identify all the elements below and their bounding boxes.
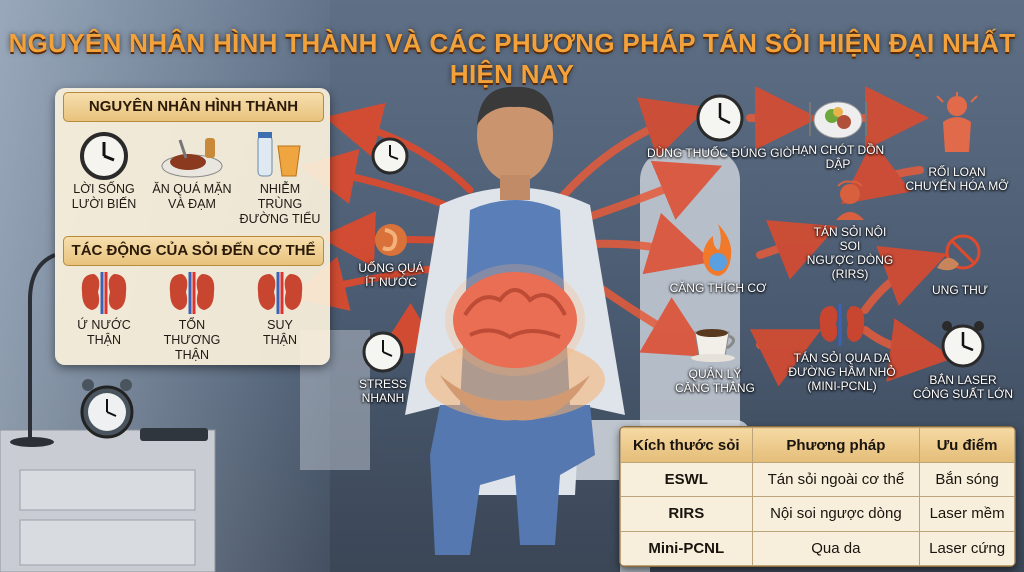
table-cell: Nội soi ngược dòng (751, 496, 921, 532)
node-han-chot: HẠN CHÓT DỒN DẬP (783, 94, 893, 171)
hands (440, 375, 590, 421)
brain-icon (445, 264, 585, 376)
kidney-icon (257, 272, 303, 314)
clock-icon (696, 94, 744, 142)
kidney-icon (819, 304, 865, 346)
prohibited-icon (937, 234, 981, 271)
table-cell: Bắn sóng (919, 461, 1015, 498)
table-cell: Qua da (751, 530, 921, 566)
table-cell: ESWL (620, 461, 753, 498)
kidney-icon (81, 272, 127, 314)
stomach-icon (375, 224, 407, 256)
table-row: RIRS Nội soi ngược dòng Laser mềm (620, 496, 1015, 532)
table-row: ESWL Tán sỏi ngoài cơ thể Bắn sóng (620, 461, 1015, 498)
effects-heading: TÁC ĐỘNG CỦA SỎI ĐẾN CƠ THỂ (63, 236, 324, 266)
neck (500, 175, 530, 200)
table-cell: Tán sỏi ngoài cơ thể (751, 461, 921, 498)
lamp-arm (28, 253, 56, 440)
hair (477, 86, 554, 125)
table-header: Phương pháp (751, 427, 921, 463)
drinks-icon (257, 132, 301, 177)
clock-icon (362, 331, 404, 373)
legs (430, 405, 595, 555)
table-cell: RIRS (620, 496, 753, 532)
clock-icon (80, 132, 128, 180)
coffee-cup-icon (691, 329, 735, 362)
cabinet-drawer (19, 519, 196, 566)
alarm-clock-icon (80, 379, 134, 439)
lamp-base (10, 437, 54, 447)
table-header: Ưu điểm (919, 427, 1015, 463)
phone-icon (140, 428, 208, 441)
patient-illustration (405, 86, 625, 555)
stressed-person-icon (936, 92, 978, 152)
node-cang-thich: CĂNG THÍCH CƠ (666, 222, 770, 295)
table-cell: Laser mềm (919, 496, 1015, 532)
table-header-row: Kích thước sỏi Phương pháp Ưu điểm (620, 427, 1015, 463)
table-row: Mini-PCNL Qua da Laser cứng (620, 530, 1015, 566)
food-plate-icon (809, 101, 867, 139)
node-clock-left (370, 136, 410, 179)
head (477, 87, 553, 183)
node-ung-thu: UNG THƯ (920, 230, 1000, 297)
table-header: Kích thước sỏi (620, 427, 753, 463)
kidney-icon (169, 272, 215, 314)
page-title: NGUYÊN NHÂN HÌNH THÀNH VÀ CÁC PHƯƠNG PHÁ… (8, 28, 1016, 89)
headache-icon (836, 180, 864, 220)
meat-plate-icon (161, 138, 223, 178)
cabinet-drawer (19, 469, 196, 511)
alarm-clock-icon (941, 321, 985, 368)
methods-table: Kích thước sỏi Phương pháp Ưu điểm ESWL … (619, 426, 1016, 567)
fire-icon (703, 224, 732, 276)
table-cell: Mini-PCNL (620, 530, 753, 566)
node-dung-thuoc: DÙNG THUỐC ĐÚNG GIỜ (640, 93, 800, 160)
causes-heading: NGUYÊN NHÂN HÌNH THÀNH (63, 92, 324, 122)
table-cell: Laser cứng (919, 530, 1015, 566)
clock-icon (371, 137, 409, 175)
